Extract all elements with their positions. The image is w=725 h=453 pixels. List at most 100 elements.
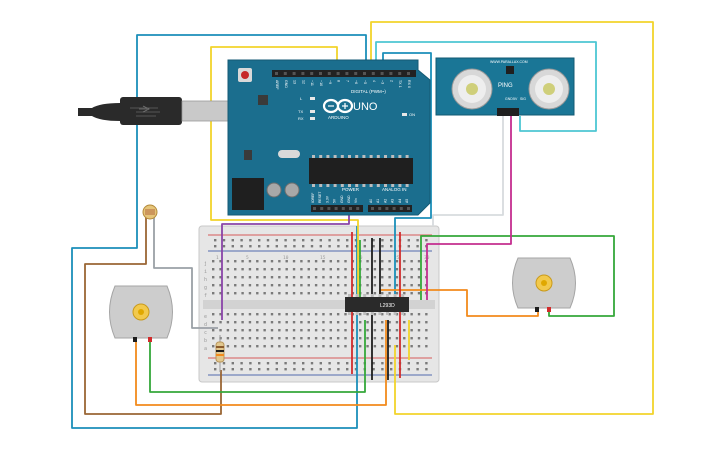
wire-brown-ldr[interactable] bbox=[84, 215, 222, 415]
breadboard-hole bbox=[256, 337, 259, 340]
ic-pin bbox=[370, 294, 374, 297]
breadboard-hole bbox=[314, 337, 318, 340]
breadboard-hole bbox=[329, 329, 332, 332]
left-motor-terminal-1 bbox=[133, 337, 137, 342]
breadboard-hole bbox=[307, 268, 310, 271]
rail-hole bbox=[337, 362, 340, 365]
wire-white-sensor[interactable] bbox=[432, 116, 504, 226]
breadboard-hole bbox=[270, 284, 274, 287]
breadboard-hole bbox=[300, 284, 303, 287]
breadboard-hole bbox=[241, 313, 244, 316]
rail-hole bbox=[284, 239, 287, 242]
rail-hole bbox=[249, 368, 252, 371]
breadboard-hole bbox=[219, 260, 222, 263]
chip-pin bbox=[362, 155, 366, 158]
breadboard-hole bbox=[248, 284, 252, 287]
analog-pin-hole bbox=[392, 207, 396, 210]
power-pin-hole bbox=[334, 207, 338, 210]
rail-hole bbox=[231, 245, 234, 248]
wire-gray-ldr[interactable] bbox=[153, 215, 218, 329]
ic-pin bbox=[348, 294, 351, 297]
rail-hole bbox=[354, 239, 358, 242]
breadboard-hole bbox=[417, 292, 421, 295]
chip-pin bbox=[398, 184, 402, 187]
breadboard-hole bbox=[256, 321, 259, 324]
wire-blue-sensor[interactable] bbox=[382, 52, 432, 300]
breadboard-hole bbox=[300, 260, 303, 263]
rail-hole bbox=[258, 245, 261, 248]
wire-purple-a0[interactable] bbox=[221, 212, 350, 320]
resistor[interactable] bbox=[215, 335, 225, 372]
breadboard-hole bbox=[307, 313, 310, 316]
ic-pin bbox=[355, 294, 359, 297]
breadboard-hole bbox=[388, 284, 391, 287]
power-jack[interactable] bbox=[232, 178, 264, 210]
digital-label: DIGITAL (PWM~) bbox=[351, 89, 386, 94]
chip-pin bbox=[391, 184, 395, 187]
breadboard-hole bbox=[292, 284, 296, 287]
center-channel bbox=[203, 300, 435, 309]
capacitor-1 bbox=[266, 182, 282, 198]
atmega-chip bbox=[309, 158, 413, 184]
breadboard-hole bbox=[403, 313, 406, 316]
right-dc-motor[interactable] bbox=[512, 257, 576, 312]
wire-green-left-motor[interactable] bbox=[149, 320, 366, 393]
rail-hole bbox=[337, 368, 340, 371]
breadboard-hole bbox=[234, 329, 237, 332]
breadboard-hole bbox=[226, 284, 230, 287]
ic-pin bbox=[370, 312, 374, 315]
breadboard-hole bbox=[300, 321, 303, 324]
rail-hole bbox=[293, 368, 296, 371]
wire-green-right-motor[interactable] bbox=[420, 235, 615, 317]
digital-header[interactable] bbox=[272, 70, 416, 77]
rail-hole bbox=[231, 368, 234, 371]
rail-hole bbox=[293, 239, 296, 242]
wire-blue-loop[interactable] bbox=[71, 34, 367, 429]
sensor-vendor: WWW.PARALLAX.COM bbox=[490, 60, 528, 64]
wire-lightblue-sensor[interactable] bbox=[375, 41, 597, 132]
rail-hole bbox=[354, 362, 358, 365]
breadboard-hole bbox=[219, 321, 222, 324]
breadboard-hole bbox=[388, 329, 391, 332]
breadboard-hole bbox=[322, 292, 325, 295]
wire-magenta-sensor[interactable] bbox=[426, 116, 512, 300]
rail-hole bbox=[222, 368, 226, 371]
right-motor-terminal-2 bbox=[547, 307, 551, 312]
wire-orange-left-motor[interactable] bbox=[135, 320, 387, 406]
breadboard-hole bbox=[329, 268, 332, 271]
rail-hole bbox=[416, 239, 419, 242]
l293d-driver[interactable]: L293D bbox=[345, 294, 409, 315]
rail-hole bbox=[249, 239, 252, 242]
photoresistor[interactable] bbox=[142, 204, 158, 220]
breadboard[interactable]: j i h g f e d c b a 1 5 10 15 20 25 30 bbox=[198, 225, 440, 383]
column-number-15: 15 bbox=[320, 255, 326, 261]
breadboard-hole bbox=[226, 276, 230, 279]
wire-yellow-outer[interactable] bbox=[370, 21, 654, 415]
breadboard-hole bbox=[410, 284, 413, 287]
breadboard-hole bbox=[263, 284, 266, 287]
arduino-model: UNO bbox=[353, 101, 378, 113]
analog-pin-label: A4 bbox=[398, 199, 402, 203]
breadboard-hole bbox=[410, 337, 413, 340]
digital-pin-hole bbox=[398, 72, 402, 75]
led-on-label: ON bbox=[409, 112, 415, 117]
analog-header[interactable] bbox=[368, 205, 412, 212]
breadboard-hole bbox=[270, 345, 274, 348]
breadboard-hole bbox=[388, 276, 391, 279]
wire-yellow-inner[interactable] bbox=[210, 46, 359, 300]
breadboard-hole bbox=[285, 260, 288, 263]
breadboard-hole bbox=[366, 313, 369, 316]
chip-pin bbox=[376, 155, 380, 158]
sensor-header[interactable] bbox=[497, 108, 519, 116]
breadboard-hole bbox=[212, 276, 215, 279]
left-dc-motor[interactable] bbox=[109, 285, 173, 342]
reset-button-cap[interactable] bbox=[241, 71, 249, 79]
rail-hole bbox=[266, 368, 270, 371]
digital-pin-hole bbox=[283, 72, 287, 75]
breadboard-hole bbox=[278, 260, 281, 263]
breadboard-hole bbox=[373, 292, 377, 295]
ping-sensor[interactable]: WWW.PARALLAX.COM PING GND 5V SIG bbox=[435, 57, 575, 116]
